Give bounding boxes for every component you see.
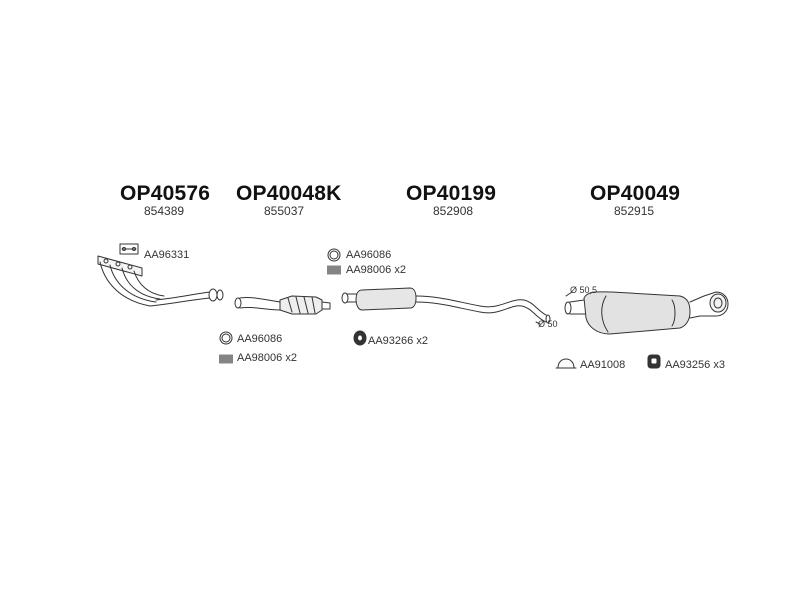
- rubber-hanger-icon: [353, 330, 367, 346]
- section-ref-4: 852915: [614, 204, 655, 218]
- middle-pipe: [341, 287, 551, 324]
- part-label-ring-2: AA96086: [237, 333, 283, 345]
- ring-icon: [219, 331, 233, 345]
- spring-icon: [219, 354, 233, 364]
- gasket-icon: [119, 243, 139, 255]
- part-label-hanger-1: AA93266 x2: [368, 335, 428, 347]
- section-title-3: OP40199: [406, 182, 497, 205]
- part-label-spring-2: AA98006 x2: [237, 352, 297, 364]
- section-ref-2: 855037: [264, 204, 305, 218]
- part-label-clamp: AA91008: [580, 359, 626, 371]
- part-label-gasket: AA96331: [144, 249, 190, 261]
- clamp-icon: [555, 358, 577, 369]
- dimension-label-2: Ø 50: [538, 319, 558, 329]
- spring-icon: [327, 265, 341, 275]
- part-label-spring-1: AA98006 x2: [346, 264, 406, 276]
- section-title-2: OP40048K: [236, 182, 342, 205]
- part-label-ring-1: AA96086: [346, 249, 392, 261]
- exhaust-manifold: [97, 255, 224, 307]
- section-ref-3: 852908: [433, 204, 474, 218]
- part-label-hanger-2: AA93256 x3: [665, 359, 725, 371]
- section-title-4: OP40049: [590, 182, 681, 205]
- rubber-hanger-icon: [647, 354, 661, 369]
- catalytic-converter: [234, 295, 331, 315]
- section-ref-1: 854389: [144, 204, 185, 218]
- ring-icon: [327, 248, 341, 262]
- rear-silencer: [564, 291, 729, 335]
- dimension-label-1: Ø 50,5: [570, 285, 598, 295]
- section-title-1: OP40576: [120, 182, 211, 205]
